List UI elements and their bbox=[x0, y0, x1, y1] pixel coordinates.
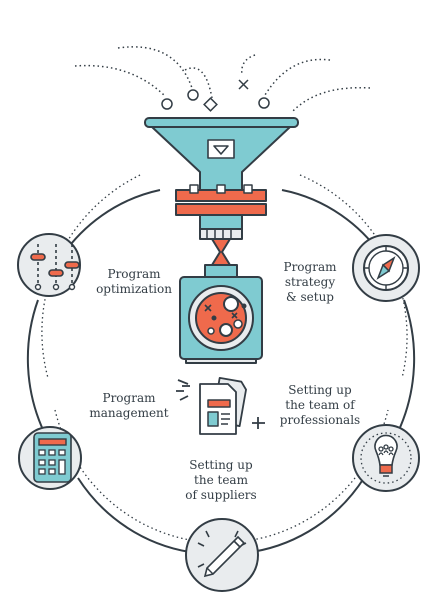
funnel-icon bbox=[144, 117, 299, 240]
documents-icon bbox=[176, 376, 265, 435]
pencil-icon bbox=[197, 530, 247, 578]
compass-icon bbox=[363, 245, 409, 291]
calculator-icon bbox=[33, 432, 72, 483]
node-professionals bbox=[352, 424, 420, 492]
node-management bbox=[18, 426, 82, 490]
sliders-icon bbox=[30, 244, 80, 291]
node-optimization bbox=[17, 233, 81, 297]
node-suppliers bbox=[185, 518, 259, 592]
input-particles bbox=[74, 46, 371, 113]
connector-twist bbox=[204, 238, 238, 278]
node-strategy bbox=[352, 234, 420, 302]
lightbulb-team-icon bbox=[360, 432, 412, 484]
processing-machine-icon bbox=[179, 276, 263, 364]
